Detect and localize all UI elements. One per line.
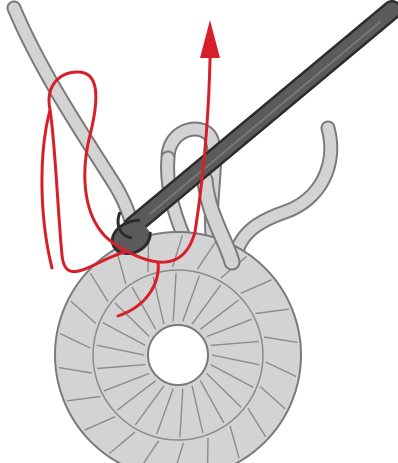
stitch-mark-outer	[208, 438, 209, 463]
